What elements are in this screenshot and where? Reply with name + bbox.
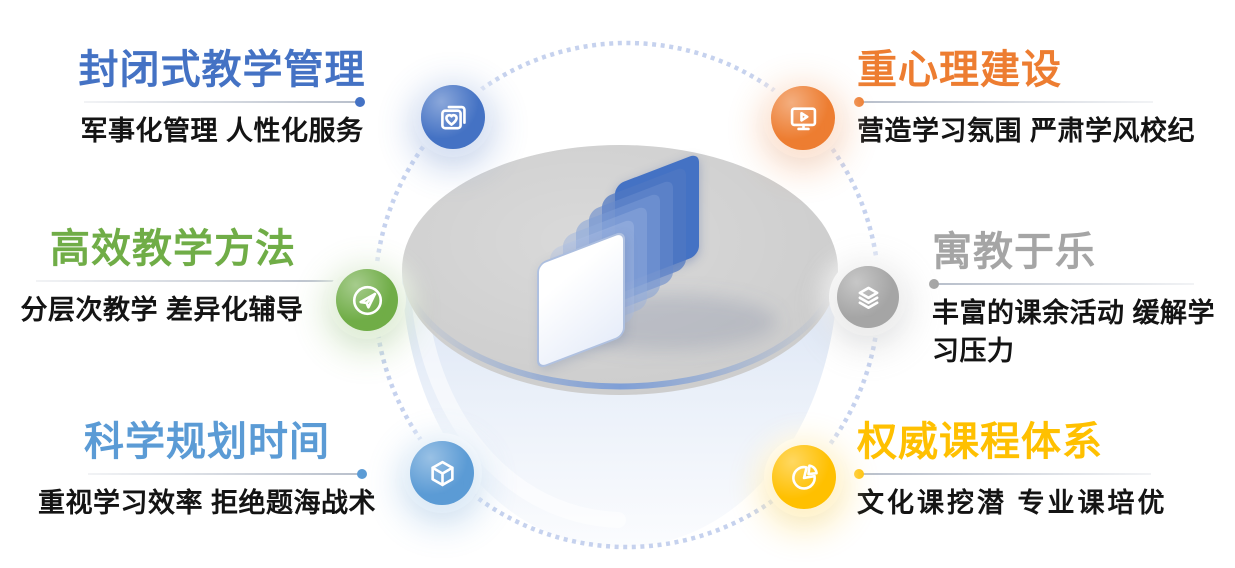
feature-subtitle: 营造学习氛围 严肃学风校纪	[857, 115, 1196, 146]
feature-subtitle: 重视学习效率 拒绝题海战术	[37, 487, 376, 518]
bowl-highlight	[412, 297, 626, 528]
layers-icon	[837, 266, 899, 328]
feature-subtitle: 分层次教学 差异化辅导	[20, 294, 304, 325]
feature-divider	[88, 468, 367, 479]
cube-icon	[410, 441, 474, 505]
pie-chart-icon	[772, 445, 836, 509]
dome-rim-line	[407, 292, 833, 390]
feature-divider	[854, 468, 1151, 479]
feature-subtitle: 军事化管理 人性化服务	[80, 115, 364, 146]
feature-title: 重心理建设	[857, 48, 1062, 92]
feature-authoritative-curriculum: 权威课程体系 文化课挖潜 专业课培优	[854, 420, 1217, 522]
feature-divider	[84, 96, 365, 107]
feature-title: 科学规划时间	[84, 420, 330, 464]
feature-title: 封闭式教学管理	[78, 48, 366, 92]
feature-title: 寓教于乐	[932, 230, 1096, 274]
feature-scientific-time-planning: 科学规划时间 重视学习效率 拒绝题海战术	[24, 420, 390, 522]
stacked-slides-illustration	[537, 152, 717, 370]
feature-fun-education: 寓教于乐 丰富的课余活动 缓解学习压力	[929, 230, 1234, 370]
stacked-card-front	[537, 230, 625, 370]
feature-psychological-construction: 重心理建设 营造学习氛围 严肃学风校纪	[854, 48, 1225, 150]
feature-closed-teaching-management: 封闭式教学管理 军事化管理 人性化服务	[76, 48, 368, 150]
video-play-icon	[771, 86, 835, 150]
feature-divider	[929, 278, 1194, 289]
feature-title: 权威课程体系	[857, 420, 1103, 464]
paper-plane-icon	[336, 269, 398, 331]
feature-title: 高效教学方法	[50, 227, 296, 271]
heart-card-icon	[421, 85, 485, 149]
feature-subtitle: 丰富的课余活动 缓解学习压力	[932, 297, 1216, 366]
feature-subtitle: 文化课挖潜 专业课培优	[857, 487, 1168, 518]
feature-divider	[854, 96, 1153, 107]
feature-efficient-teaching-method: 高效教学方法 分层次教学 差异化辅导	[20, 227, 347, 329]
feature-divider	[36, 275, 347, 286]
